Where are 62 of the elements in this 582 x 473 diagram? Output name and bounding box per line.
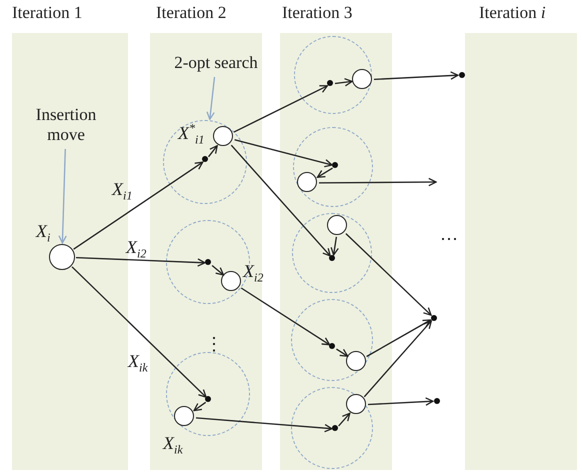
arrow [364,320,432,398]
arrow [73,162,204,250]
circle-node [221,271,242,292]
dot-node [431,315,437,321]
arrow [212,265,224,276]
dashed-circle [166,352,250,436]
arrow [319,178,437,186]
node-label: X$_{i}$ [36,222,50,240]
dot-node [205,259,212,266]
dashed-circle [163,120,247,204]
ellipsis-text: ⋯ [440,230,458,248]
annotation-text: 2-opt search [168,53,264,75]
edge-label: X$_{ik}$ [128,352,148,370]
node-label: X$_{ik}$ [163,434,183,452]
dot-node [332,425,338,432]
arrow [338,412,350,426]
arrow [330,236,339,256]
arrow [240,287,330,346]
column-heading: Iteration 2 [156,3,226,23]
arrow [334,78,353,86]
dot-node [202,156,208,162]
arrow [76,256,206,267]
dashed-circle [292,213,372,293]
circle-node [327,215,348,236]
arrow [72,266,207,398]
arrow [374,71,459,80]
dashed-circle [291,299,373,381]
arrow [193,402,206,412]
circle-node [213,126,234,146]
node-label: X$_{i2}$ [243,262,264,280]
dot-node [434,398,440,404]
annotation-text: Insertion move [20,105,112,147]
arrow [366,319,432,358]
edge-label: X$_{i1}$ [112,180,132,198]
arrow [208,145,218,158]
dot-node [332,162,338,168]
arrow [345,233,432,316]
circle-node [49,244,75,270]
arrow [234,85,328,133]
leader-arrow [58,148,67,244]
arrow [230,144,331,257]
dot-node [459,72,465,78]
circle-node [346,394,366,414]
circle-node [297,172,318,192]
arrow [234,139,333,168]
circle-node [346,351,366,372]
dashed-circle [291,387,373,469]
arrow [316,168,333,178]
circle-node [352,69,372,90]
dashed-circle [293,127,373,207]
edge-label: X$_{i2}$ [126,238,146,256]
column-heading: Iteration i [479,3,546,23]
column-heading: Iteration 3 [282,3,352,23]
arrow [368,397,434,406]
ellipsis-text: ⋮ [205,335,223,353]
arrow [196,417,333,432]
circle-node [174,406,194,426]
arrow [336,348,348,357]
column-heading: Iteration 1 [12,3,82,23]
dot-node [327,80,334,86]
leader-arrow [206,76,216,120]
dashed-circle [294,36,372,114]
